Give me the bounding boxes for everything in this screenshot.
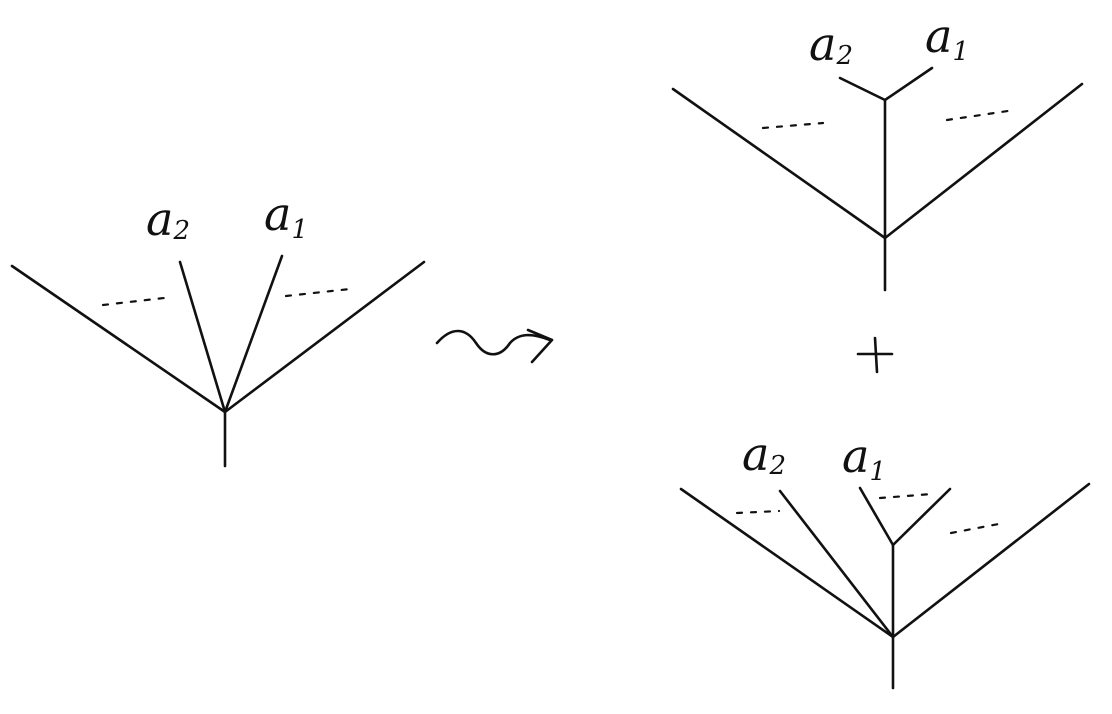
right-bottom-label-a2: a2 [742, 427, 786, 481]
right-top-dots-left [761, 121, 825, 130]
right-top-branch-a2 [838, 76, 887, 102]
plus-vertical [873, 336, 879, 374]
right-bottom-dots-right [949, 521, 1006, 535]
right-top-dots-right [945, 109, 1010, 122]
right-top-left-edge [671, 87, 887, 240]
right-bottom-label-a1: a1 [842, 429, 886, 487]
left-tree-dots-right [284, 287, 352, 298]
left-tree: a2 a1 [10, 187, 426, 468]
right-bottom-right-edge [891, 482, 1091, 639]
right-top-tree: a2 a1 [671, 9, 1084, 292]
right-bottom-dots-inner [878, 492, 934, 500]
right-top-label-a2: a2 [809, 17, 853, 71]
right-top-branch-a1 [883, 66, 934, 102]
right-bottom-tree: a2 a1 [679, 427, 1091, 690]
arrow-head-icon [526, 328, 554, 364]
right-top-right-edge [883, 82, 1084, 240]
right-bottom-branch-right [891, 487, 952, 547]
right-bottom-left-edge [679, 487, 895, 639]
squiggle-arrow-icon [435, 329, 552, 356]
left-tree-right-edge [223, 260, 426, 414]
left-tree-label-a1: a1 [264, 187, 308, 245]
left-tree-label-a2: a2 [146, 192, 190, 246]
right-bottom-branch-a2 [778, 489, 895, 639]
transform-arrow [435, 328, 554, 364]
right-top-label-a1: a1 [925, 9, 969, 67]
right-bottom-dots-left [735, 509, 781, 515]
left-tree-branch-a1 [223, 254, 284, 414]
left-tree-left-edge [10, 264, 227, 414]
left-tree-dots-left [101, 296, 166, 307]
left-tree-branch-a2 [178, 260, 227, 414]
plus-sign [856, 336, 894, 374]
right-bottom-branch-a1 [858, 486, 895, 547]
